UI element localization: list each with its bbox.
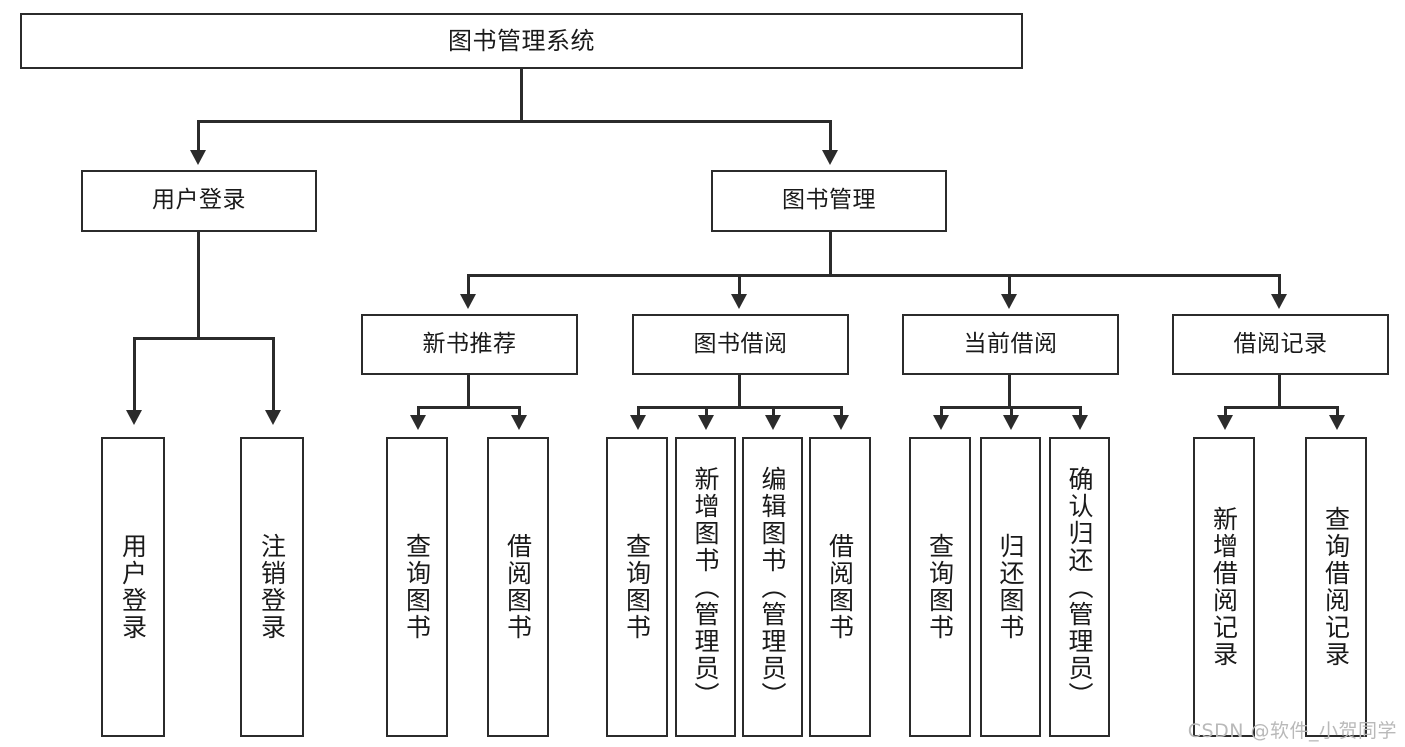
node-leaf-add-record[interactable]: 新增借阅记录	[1193, 437, 1255, 737]
node-label: 查询图书	[622, 533, 652, 641]
node-label: 确认归还（管理员）	[1065, 465, 1094, 709]
node-leaf-confirm-return[interactable]: 确认归还（管理员）	[1049, 437, 1110, 737]
node-leaf-edit-book[interactable]: 编辑图书（管理员）	[742, 437, 803, 737]
edge-new-book-recommend-stem	[467, 375, 470, 409]
arrowhead-book-borrow	[731, 294, 747, 309]
arrowhead-bb-leaf-4	[833, 415, 849, 430]
edge-nbr-to-leaf-1	[417, 406, 420, 418]
arrowhead-nbr-leaf-2	[511, 415, 527, 430]
node-label: 查询图书	[925, 533, 955, 641]
edge-root-to-user-login	[197, 120, 200, 152]
node-new-book-recommend[interactable]: 新书推荐	[361, 314, 578, 375]
edge-cb-to-leaf-3	[1079, 406, 1082, 418]
node-label: 借阅图书	[825, 533, 855, 641]
arrowhead-bb-leaf-1	[630, 415, 646, 430]
arrowhead-current-borrow	[1001, 294, 1017, 309]
node-leaf-borrow-book-2[interactable]: 借阅图书	[809, 437, 871, 737]
arrowhead-cb-leaf-3	[1072, 415, 1088, 430]
node-book-manage[interactable]: 图书管理	[711, 170, 947, 232]
edge-root-stem	[520, 69, 523, 122]
node-label: 用户登录	[118, 533, 148, 641]
arrowhead-leaf-user-login	[126, 410, 142, 425]
node-label: 新增图书（管理员）	[691, 465, 720, 709]
edge-book-borrow-stem	[738, 375, 741, 409]
node-label: 新书推荐	[422, 330, 517, 357]
arrowhead-user-login	[190, 150, 206, 165]
edge-book-manage-stem	[829, 232, 832, 277]
node-leaf-query-book-1[interactable]: 查询图书	[386, 437, 448, 737]
node-leaf-query-book-3[interactable]: 查询图书	[909, 437, 971, 737]
arrowhead-borrow-record	[1271, 294, 1287, 309]
edge-br-to-leaf-1	[1224, 406, 1227, 418]
edge-cb-to-leaf-2	[1010, 406, 1013, 418]
arrowhead-cb-leaf-1	[933, 415, 949, 430]
node-label: 查询借阅记录	[1321, 506, 1351, 668]
edge-cb-to-leaf-1	[940, 406, 943, 418]
edge-br-to-leaf-2	[1336, 406, 1339, 418]
arrowhead-br-leaf-1	[1217, 415, 1233, 430]
node-label: 图书管理	[782, 187, 876, 214]
edge-to-book-borrow	[738, 274, 741, 296]
node-label: 归还图书	[996, 533, 1025, 641]
edge-bb-to-leaf-3	[772, 406, 775, 418]
edge-root-to-book-manage	[829, 120, 832, 152]
edge-to-current-borrow	[1008, 274, 1011, 296]
node-current-borrow[interactable]: 当前借阅	[902, 314, 1119, 375]
edge-root-bus	[197, 120, 832, 123]
edge-to-new-book-recommend	[467, 274, 470, 296]
arrowhead-new-book-recommend	[460, 294, 476, 309]
node-user-login[interactable]: 用户登录	[81, 170, 317, 232]
node-label: 借阅图书	[503, 533, 533, 641]
node-label: 图书管理系统	[448, 26, 595, 55]
node-leaf-borrow-book-1[interactable]: 借阅图书	[487, 437, 549, 737]
node-label: 新增借阅记录	[1209, 506, 1239, 668]
node-label: 借阅记录	[1233, 330, 1328, 357]
edge-bb-to-leaf-2	[705, 406, 708, 418]
node-leaf-query-record[interactable]: 查询借阅记录	[1305, 437, 1367, 737]
edge-borrow-record-bus	[1224, 406, 1339, 409]
arrowhead-cb-leaf-2	[1003, 415, 1019, 430]
node-book-borrow[interactable]: 图书借阅	[632, 314, 849, 375]
edge-bb-to-leaf-4	[840, 406, 843, 418]
node-leaf-query-book-2[interactable]: 查询图书	[606, 437, 668, 737]
edge-nbr-to-leaf-2	[518, 406, 521, 418]
edge-new-book-recommend-bus	[417, 406, 521, 409]
edge-borrow-record-stem	[1278, 375, 1281, 409]
edge-book-borrow-bus	[637, 406, 842, 409]
node-label: 当前借阅	[963, 330, 1058, 357]
csdn-watermark: CSDN @软件_小贺同学	[1187, 720, 1397, 742]
node-leaf-user-login[interactable]: 用户登录	[101, 437, 165, 737]
arrowhead-leaf-logout	[265, 410, 281, 425]
arrowhead-nbr-leaf-1	[410, 415, 426, 430]
node-root-system[interactable]: 图书管理系统	[20, 13, 1023, 69]
arrowhead-bb-leaf-3	[765, 415, 781, 430]
node-leaf-logout[interactable]: 注销登录	[240, 437, 304, 737]
edge-user-login-stem	[197, 232, 200, 340]
arrowhead-br-leaf-2	[1329, 415, 1345, 430]
edge-user-login-to-leaf-1	[133, 337, 136, 412]
node-label: 编辑图书（管理员）	[758, 465, 787, 709]
edge-user-login-bus	[133, 337, 275, 340]
edge-to-borrow-record	[1278, 274, 1281, 296]
edge-current-borrow-stem	[1008, 375, 1011, 409]
arrowhead-book-manage	[822, 150, 838, 165]
node-label: 注销登录	[257, 533, 287, 641]
edge-user-login-to-leaf-2	[272, 337, 275, 412]
node-label: 查询图书	[402, 533, 432, 641]
node-borrow-record[interactable]: 借阅记录	[1172, 314, 1389, 375]
arrowhead-bb-leaf-2	[698, 415, 714, 430]
node-leaf-add-book[interactable]: 新增图书（管理员）	[675, 437, 736, 737]
node-label: 用户登录	[152, 187, 246, 214]
node-leaf-return-book[interactable]: 归还图书	[980, 437, 1041, 737]
node-label: 图书借阅	[693, 330, 788, 357]
edge-bb-to-leaf-1	[637, 406, 640, 418]
edge-book-manage-bus	[467, 274, 1281, 277]
